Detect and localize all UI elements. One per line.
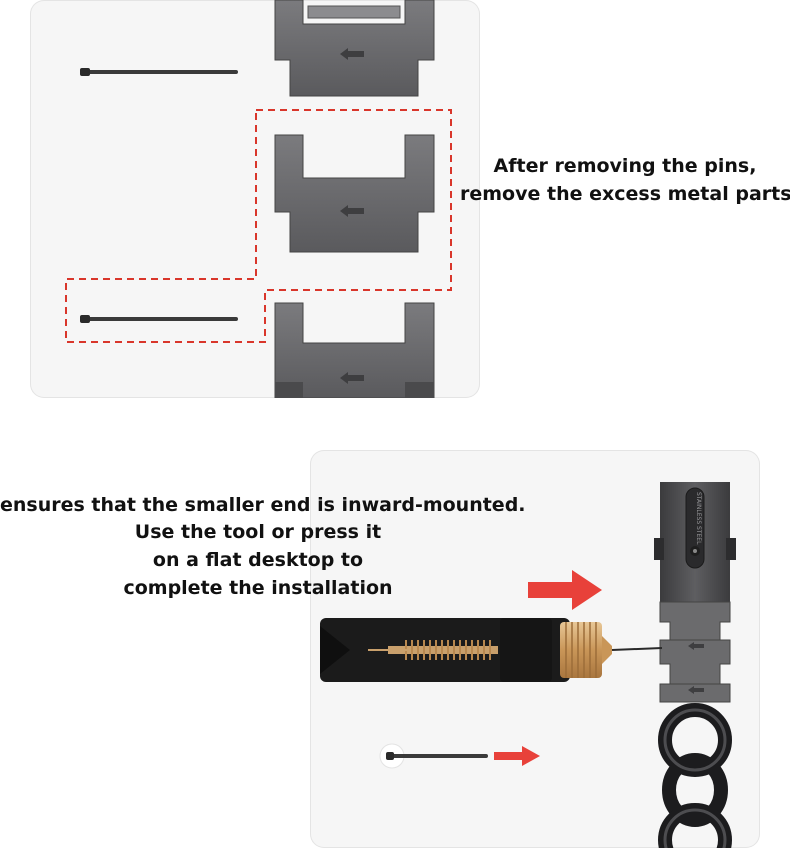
watch-link-top <box>274 0 435 97</box>
top-caption-line-1: After removing the pins, <box>493 155 757 177</box>
clasp-engraving: STAINLESS STEEL <box>695 492 702 545</box>
watch-band: STAINLESS STEEL <box>654 482 736 848</box>
top-illustration-panel <box>30 0 480 398</box>
bottom-caption-line-4: complete the installation <box>123 577 393 599</box>
pin-press-tool <box>320 618 663 682</box>
bottom-caption-line-2: Use the tool or press it <box>134 521 382 543</box>
top-instruction-text: After removing the pins, remove the exce… <box>460 152 790 208</box>
highlight-outline <box>65 109 452 343</box>
bottom-illustration-panel: STAINLESS STEEL <box>310 450 760 848</box>
direction-arrow-large <box>528 570 602 610</box>
excess-link-highlighted <box>274 134 435 253</box>
bottom-caption-line-1: ensures that the smaller end is inward-m… <box>0 494 526 516</box>
excess-pin-highlighted <box>80 315 238 323</box>
pin-install-illustration: STAINLESS STEEL <box>320 482 736 848</box>
top-caption-line-2: remove the excess metal parts. <box>460 183 790 205</box>
bottom-caption-line-3: on a flat desktop to <box>152 549 364 571</box>
pin-removal-illustration <box>65 0 452 398</box>
direction-arrow-small <box>494 746 540 766</box>
watch-link-bottom <box>274 302 435 398</box>
bottom-instruction-text: ensures that the smaller end is inward-m… <box>0 491 526 602</box>
removed-pin <box>80 68 238 76</box>
small-pin-with-arrow <box>379 743 540 769</box>
